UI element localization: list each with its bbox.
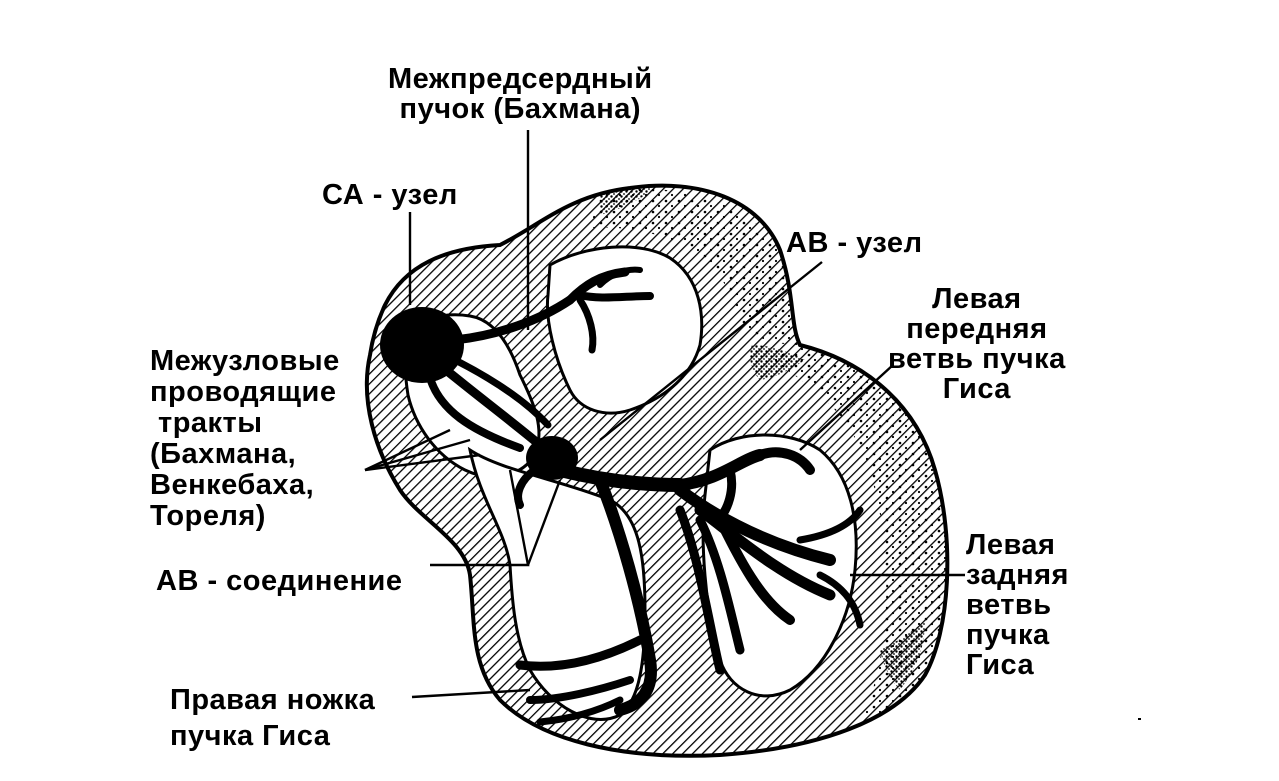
label-line: Гиса bbox=[966, 649, 1035, 681]
stippled-dense-ridge bbox=[750, 345, 805, 380]
label-line: Левая bbox=[932, 283, 1022, 315]
label-line: Правая ножка bbox=[170, 684, 376, 716]
label-line: пучок (Бахмана) bbox=[399, 93, 642, 125]
leader-lines bbox=[364, 130, 965, 699]
label-right-bundle-branch: Правая ножка пучка Гиса bbox=[170, 682, 375, 754]
stray-mark bbox=[1138, 718, 1141, 720]
label-line: пучка Гиса bbox=[170, 720, 331, 752]
label-line: Левая bbox=[966, 529, 1056, 561]
label-line: АВ - соединение bbox=[156, 565, 403, 597]
label-line: передняя bbox=[906, 313, 1048, 345]
label-line: Межузловые bbox=[150, 345, 340, 377]
label-line: Гиса bbox=[942, 373, 1011, 405]
label-line: Межпредсердный bbox=[388, 63, 653, 95]
label-av-junction: АВ - соединение bbox=[156, 566, 402, 596]
label-line: ветвь bbox=[966, 589, 1052, 621]
label-sa-node: СА - узел bbox=[322, 180, 458, 210]
stippled-left-atrium bbox=[590, 188, 800, 345]
label-bachmann-bundle: Межпредсердный пучок (Бахмана) bbox=[388, 64, 653, 124]
label-line: тракты bbox=[158, 407, 263, 439]
stippled-dense-bottom bbox=[880, 620, 925, 690]
label-line: СА - узел bbox=[322, 179, 458, 211]
label-line: ветвь пучка bbox=[888, 343, 1066, 375]
label-left-posterior-fascicle: Левая задняя ветвь пучка Гиса bbox=[966, 530, 1069, 680]
label-left-anterior-fascicle: Левая передняя ветвь пучка Гиса bbox=[888, 284, 1066, 404]
label-line: пучка bbox=[966, 619, 1050, 651]
label-line: (Бахмана, bbox=[150, 438, 297, 470]
label-line: Венкебаха, bbox=[150, 469, 315, 501]
label-internodal-tracts: Межузловые проводящие тракты (Бахмана, В… bbox=[150, 346, 340, 532]
stippled-dense-top bbox=[600, 186, 655, 215]
stippled-left-ventricle bbox=[770, 345, 948, 725]
label-line: проводящие bbox=[150, 376, 337, 408]
label-line: АВ - узел bbox=[786, 227, 923, 259]
label-av-node: АВ - узел bbox=[786, 228, 923, 258]
conduction-system bbox=[426, 266, 864, 726]
label-line: задняя bbox=[966, 559, 1069, 591]
label-line: Тореля) bbox=[150, 500, 266, 532]
